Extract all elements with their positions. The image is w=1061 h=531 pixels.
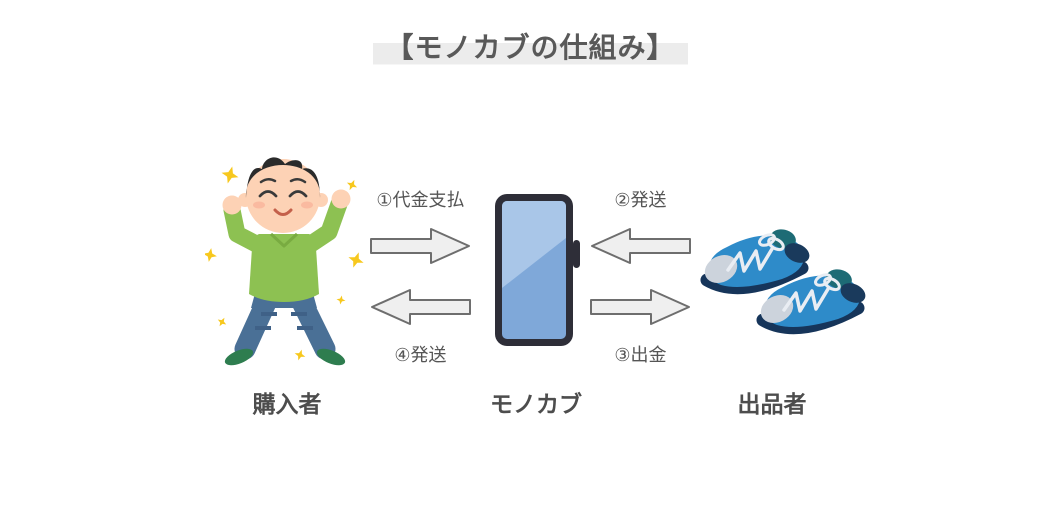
page-title: 【モノカブの仕組み】 xyxy=(373,26,688,66)
smartphone-illustration xyxy=(495,194,580,346)
title-wrap: 【モノカブの仕組み】 xyxy=(0,26,1061,66)
arrow-shipping-out-left-icon xyxy=(371,289,471,325)
actor-label-buyer: 購入者 xyxy=(252,391,322,417)
flow-label-payout: ③出金 xyxy=(614,345,667,365)
arrow-payment-right-icon xyxy=(370,228,470,264)
actor-label-seller: 出品者 xyxy=(737,391,807,417)
blue-sneakers-illustration xyxy=(695,212,873,340)
actor-label-platform: モノカブ xyxy=(490,391,582,417)
buyer-illustration xyxy=(205,157,367,366)
arrow-shipping-in-left-icon xyxy=(591,228,691,264)
arrow-payout-right-icon xyxy=(590,289,690,325)
flow-label-shipping-out: ④発送 xyxy=(394,345,447,365)
flow-label-shipping-in: ②発送 xyxy=(614,190,667,210)
flow-label-payment: ①代金支払 xyxy=(376,190,465,210)
